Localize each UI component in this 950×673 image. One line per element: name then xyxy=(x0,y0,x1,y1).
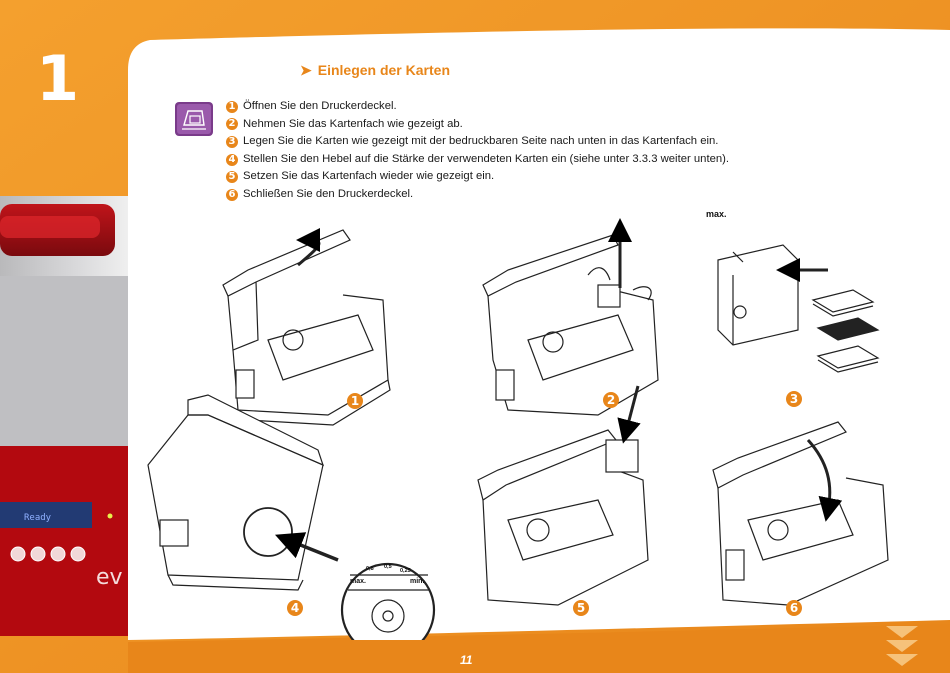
step-number: 3 xyxy=(226,135,238,148)
printer-illustration-open xyxy=(222,228,391,426)
printer-illustration-remove-tray xyxy=(482,218,659,416)
step-text: Setzen Sie das Kartenfach wieder wie gez… xyxy=(243,170,495,183)
photo-display-text: Ready xyxy=(24,513,52,523)
step-text: Legen Sie die Karten wie gezeigt mit der… xyxy=(243,135,719,148)
chevron-down-icon[interactable] xyxy=(884,624,920,670)
chapter-number: 1 xyxy=(36,42,80,115)
step-text: Öffnen Sie den Druckerdeckel. xyxy=(243,100,397,112)
dial-min-label: min. xyxy=(410,578,424,585)
card-tray-illustration xyxy=(717,244,880,373)
figure-label: 6 xyxy=(786,600,802,616)
step-item: 6 Schließen Sie den Druckerdeckel. xyxy=(226,186,729,204)
figure-label: 2 xyxy=(603,392,619,408)
step-number: 1 xyxy=(226,100,238,113)
section-title: ➤Einlegen der Karten xyxy=(300,62,450,78)
figure-label: 5 xyxy=(573,600,589,616)
step-item: 1 Öffnen Sie den Druckerdeckel. xyxy=(226,98,729,116)
photo-brand-text: ev xyxy=(96,565,123,590)
printer-illustration-close-cover xyxy=(712,421,889,606)
step-item: 3 Legen Sie die Karten wie gezeigt mit de… xyxy=(226,133,729,151)
step-item: 5 Setzen Sie das Kartenfach wieder wie ge… xyxy=(226,168,729,186)
tray-max-label: max. xyxy=(706,209,727,219)
figure-label: 3 xyxy=(786,391,802,407)
dial-mark: 0,25 xyxy=(400,568,411,574)
dial-max-label: max. xyxy=(350,578,366,585)
page-number: 11 xyxy=(460,653,473,667)
step-item: 4 Stellen Sie den Hebel auf die Stärke de… xyxy=(226,151,729,169)
step-number: 4 xyxy=(226,153,238,166)
figure-label: 4 xyxy=(287,600,303,616)
printer-photo: Ready ev xyxy=(0,196,128,636)
card-tray-icon xyxy=(175,102,213,136)
arrow-right-icon: ➤ xyxy=(300,62,312,78)
step-item: 2 Nehmen Sie das Kartenfach wie gezeigt a… xyxy=(226,116,729,134)
step-text: Stellen Sie den Hebel auf die Stärke der… xyxy=(243,152,730,165)
step-text: Schließen Sie den Druckerdeckel. xyxy=(243,187,414,200)
step-number: 2 xyxy=(226,118,238,131)
step-number: 5 xyxy=(226,171,238,184)
step-number: 6 xyxy=(226,188,238,201)
dial-mark: 0,5 xyxy=(384,564,392,570)
step-text: Nehmen Sie das Kartenfach wie gezeigt ab… xyxy=(243,117,463,130)
instruction-list: 1 Öffnen Sie den Druckerdeckel. 2 Nehmen S… xyxy=(226,98,729,204)
dial-mark: 0,8 xyxy=(366,566,374,572)
figure-label: 1 xyxy=(347,393,363,409)
printer-illustration-lever xyxy=(147,394,436,640)
illustration-area: max. min. 0,8 0,5 0,25 xyxy=(147,218,889,640)
printer-illustration-insert-tray xyxy=(477,385,649,606)
